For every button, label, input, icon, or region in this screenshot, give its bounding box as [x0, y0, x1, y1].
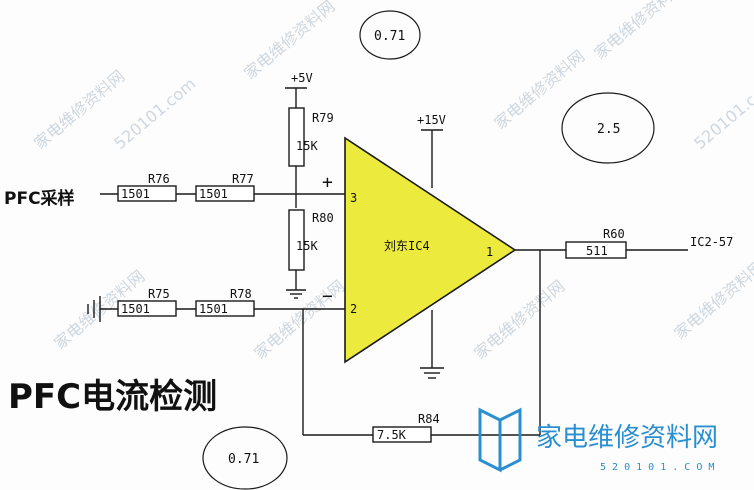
voltage-bottom: 0.71	[228, 452, 259, 467]
resistor-r76	[117, 185, 177, 202]
r79-value: 15K	[296, 139, 318, 153]
resistor-r60	[565, 241, 627, 259]
r80-value: 15K	[296, 239, 318, 253]
wires	[87, 87, 688, 436]
resistor-r84	[372, 426, 432, 443]
r77-ref: R77	[232, 172, 254, 186]
opamp-triangle	[344, 136, 517, 364]
logo-domain: 5 2 0 1 0 1 . C O M	[600, 462, 714, 473]
resistor-bodies	[117, 107, 627, 443]
voltage-ellipse-output	[561, 92, 655, 164]
watermark-text: 520101.com	[110, 74, 199, 153]
r78-ref: R78	[230, 287, 252, 301]
pin-3-label: 3	[350, 191, 357, 205]
r76-value: 1501	[121, 187, 150, 201]
input-label: PFC采样	[4, 188, 75, 209]
watermark-text: 家电维修资料网	[590, 0, 688, 63]
r80-ref: R80	[312, 211, 334, 225]
noninverting-sign: +	[322, 172, 333, 193]
diagram-title: PFC电流检测	[8, 377, 217, 417]
watermark-text: 520101.com	[690, 74, 754, 153]
opamp-label: 刘东IC4	[384, 239, 430, 253]
resistor-r77	[195, 185, 255, 202]
r78-value: 1501	[199, 302, 228, 316]
watermark-text: 家电维修资料网	[490, 47, 588, 134]
r60-value: 511	[586, 244, 608, 258]
watermark-text: 家电维修资料网	[470, 277, 568, 364]
inverting-sign: −	[322, 286, 333, 307]
resistor-r79	[288, 107, 305, 167]
resistor-r75	[117, 300, 177, 317]
r75-ref: R75	[148, 287, 170, 301]
r77-value: 1501	[199, 187, 228, 201]
supply-15v-label: +15V	[417, 113, 446, 127]
voltage-ellipse-top	[359, 10, 421, 60]
brand-logo: 家电维修资料网 5 2 0 1 0 1 . C O M	[478, 407, 718, 473]
pin-1-label: 1	[486, 245, 493, 259]
voltage-top: 0.71	[374, 29, 405, 44]
watermark-text: 家电维修资料网	[670, 257, 754, 344]
supply-5v-label: +5V	[291, 71, 313, 85]
r75-value: 1501	[121, 302, 150, 316]
pin-2-label: 2	[350, 302, 357, 316]
r76-ref: R76	[148, 172, 170, 186]
watermark-text: 家电维修资料网	[240, 0, 338, 83]
voltage-output: 2.5	[597, 122, 620, 137]
resistor-r78	[195, 300, 255, 317]
r60-ref: R60	[603, 227, 625, 241]
r84-value: 7.5K	[377, 428, 407, 442]
r79-ref: R79	[312, 111, 334, 125]
book-icon	[478, 407, 522, 473]
logo-text: 家电维修资料网	[536, 423, 718, 453]
r84-ref: R84	[418, 412, 440, 426]
output-label: IC2-57	[690, 235, 733, 249]
resistor-r80	[288, 209, 305, 271]
voltage-ellipse-bottom	[202, 426, 288, 490]
voltage-markers	[202, 10, 655, 490]
